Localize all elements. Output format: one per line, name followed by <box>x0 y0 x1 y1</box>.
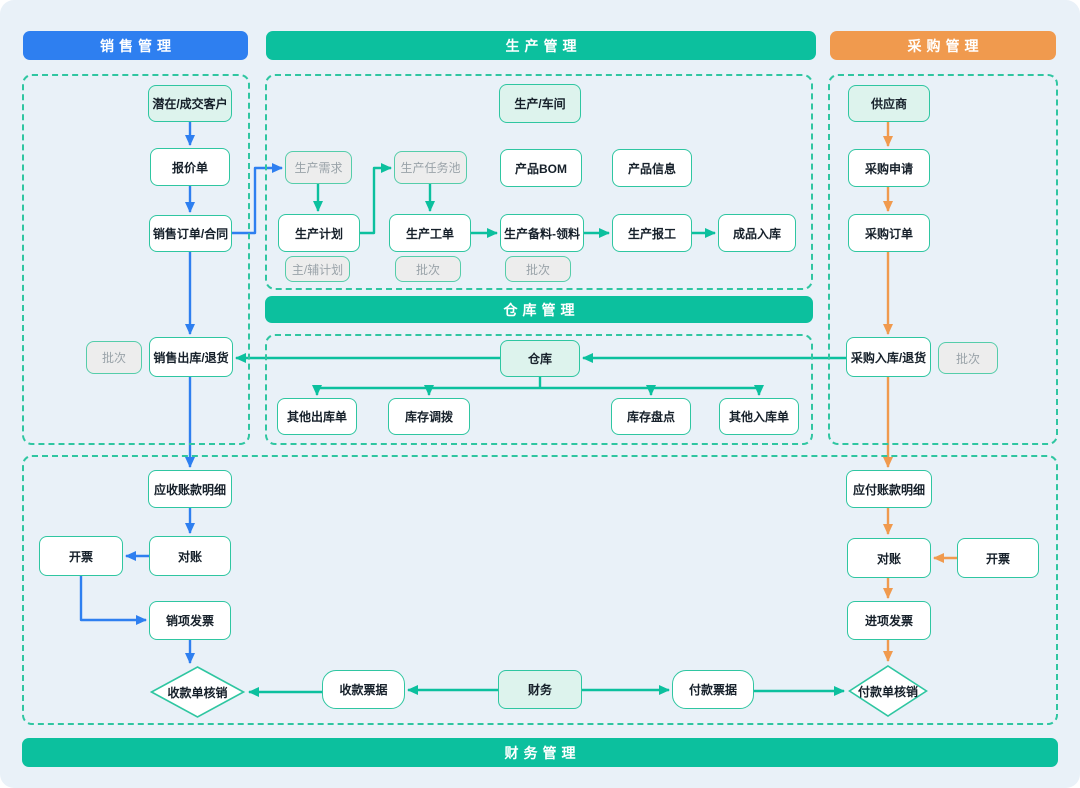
node-other-inbound[interactable]: 其他入库单 <box>719 398 799 435</box>
tag-batch-work-order[interactable]: 批次 <box>395 256 461 282</box>
node-sales-order[interactable]: 销售订单/合同 <box>149 215 232 252</box>
node-reconciliation-payable[interactable]: 对账 <box>847 538 931 578</box>
region-production <box>265 74 813 290</box>
header-warehouse-management: 仓库管理 <box>265 296 813 323</box>
node-potential-customer[interactable]: 潜在/成交客户 <box>148 85 232 122</box>
node-finished-goods-inbound[interactable]: 成品入库 <box>718 214 796 252</box>
tag-main-aux-plan[interactable]: 主/辅计划 <box>285 256 350 282</box>
node-purchase-invoice[interactable]: 进项发票 <box>847 601 931 640</box>
node-supplier[interactable]: 供应商 <box>848 85 930 122</box>
node-warehouse[interactable]: 仓库 <box>500 340 580 377</box>
node-receipt-writeoff[interactable]: 收款单核销 <box>150 666 245 718</box>
node-product-bom[interactable]: 产品BOM <box>500 149 582 187</box>
region-sales <box>22 74 250 445</box>
node-production-work-order[interactable]: 生产工单 <box>389 214 471 252</box>
header-production-management: 生产管理 <box>266 31 816 60</box>
node-production-report[interactable]: 生产报工 <box>612 214 692 252</box>
node-purchase-order[interactable]: 采购订单 <box>848 214 930 252</box>
region-finance <box>22 455 1058 725</box>
node-invoicing-receivable[interactable]: 开票 <box>39 536 123 576</box>
node-other-outbound[interactable]: 其他出库单 <box>277 398 357 435</box>
tag-batch-purchase-inbound[interactable]: 批次 <box>938 342 998 374</box>
node-payable-detail[interactable]: 应付账款明细 <box>846 470 932 508</box>
tag-batch-picking[interactable]: 批次 <box>505 256 571 282</box>
region-warehouse <box>265 334 813 445</box>
diamond-label: 收款单核销 <box>167 685 228 700</box>
diamond-label: 付款单核销 <box>857 684 918 699</box>
node-reconciliation-receivable[interactable]: 对账 <box>149 536 231 576</box>
node-payment-note[interactable]: 付款票据 <box>672 670 754 709</box>
node-production-demand[interactable]: 生产需求 <box>285 151 352 184</box>
node-inventory-count[interactable]: 库存盘点 <box>611 398 691 435</box>
header-finance-management: 财务管理 <box>22 738 1058 767</box>
node-invoicing-payable[interactable]: 开票 <box>957 538 1039 578</box>
node-production-plan[interactable]: 生产计划 <box>278 214 360 252</box>
node-purchase-request[interactable]: 采购申请 <box>848 149 930 187</box>
node-production-picking[interactable]: 生产备料-领料 <box>500 214 584 252</box>
diamond-shape <box>150 666 245 718</box>
node-quotation[interactable]: 报价单 <box>150 148 230 186</box>
region-purchase <box>828 74 1058 445</box>
node-inventory-transfer[interactable]: 库存调拨 <box>388 398 470 435</box>
header-sales-management: 销售管理 <box>23 31 248 60</box>
node-receivable-detail[interactable]: 应收账款明细 <box>148 470 232 508</box>
node-receipt-note[interactable]: 收款票据 <box>322 670 405 709</box>
node-payment-writeoff[interactable]: 付款单核销 <box>848 665 928 717</box>
node-purchase-inbound[interactable]: 采购入库/退货 <box>846 337 931 377</box>
node-product-info[interactable]: 产品信息 <box>612 149 692 187</box>
node-finance-dept[interactable]: 财务 <box>498 670 582 709</box>
header-purchase-management: 采购管理 <box>830 31 1056 60</box>
node-production-workshop[interactable]: 生产/车间 <box>499 84 581 123</box>
node-sales-outbound[interactable]: 销售出库/退货 <box>149 337 233 377</box>
diamond-shape <box>848 665 928 717</box>
node-production-task-pool[interactable]: 生产任务池 <box>394 151 467 184</box>
node-sales-invoice[interactable]: 销项发票 <box>149 601 231 640</box>
tag-batch-sales-outbound[interactable]: 批次 <box>86 341 142 374</box>
